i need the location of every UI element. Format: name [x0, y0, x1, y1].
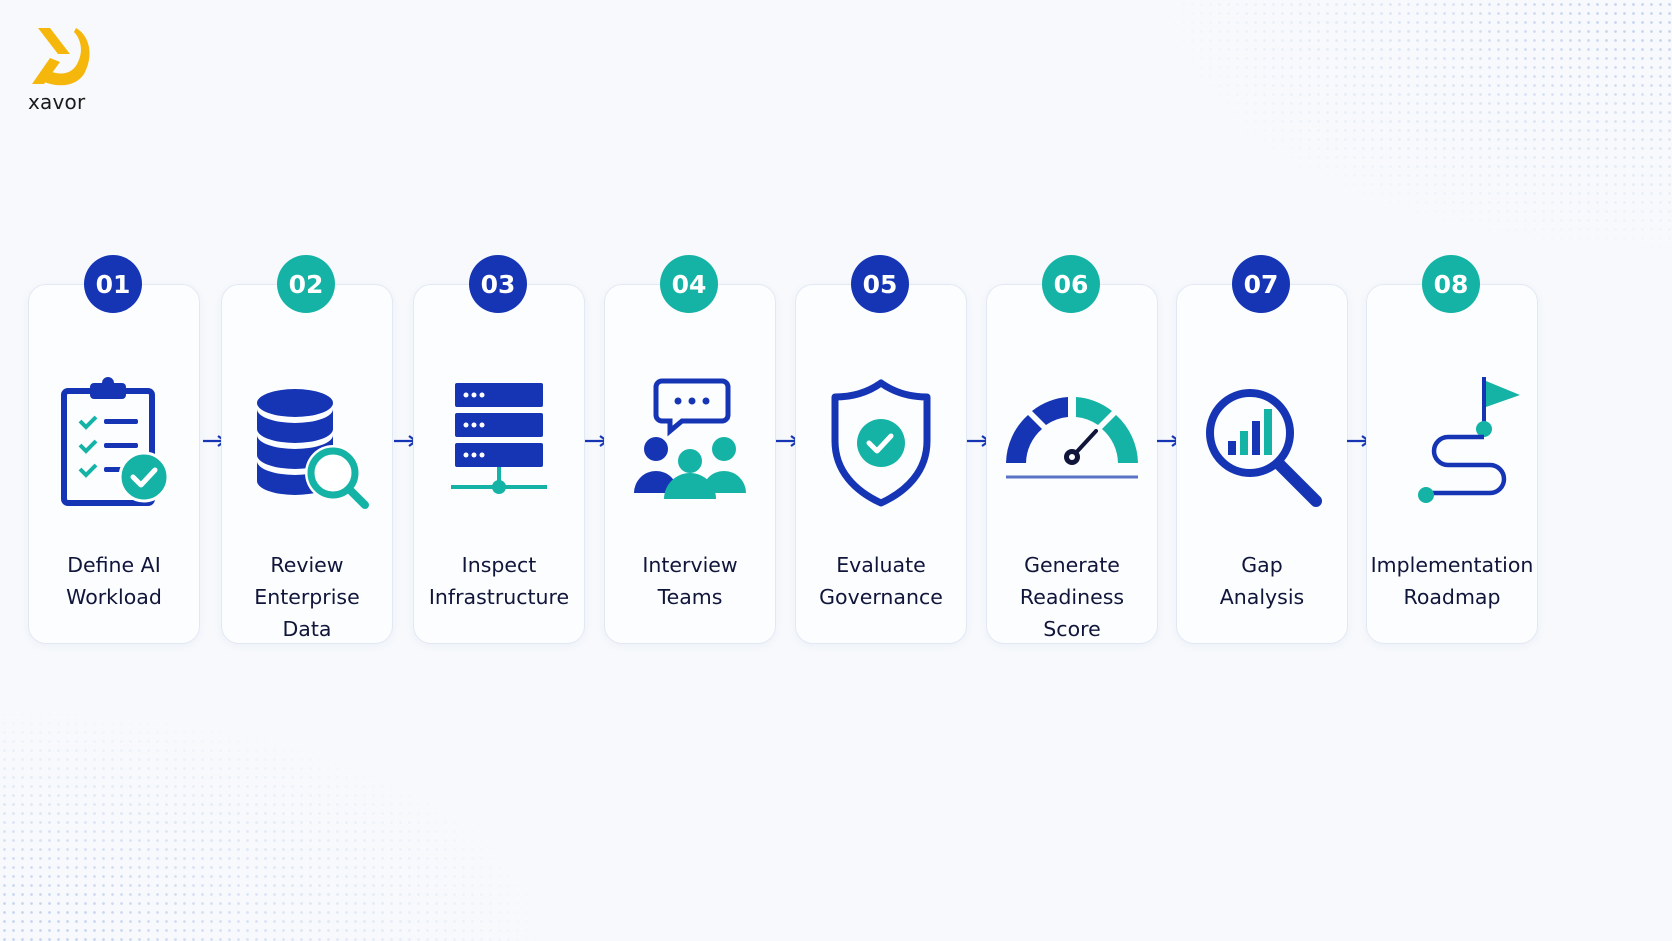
step-number-badge: 04 — [660, 255, 718, 313]
shield-check-icon — [831, 379, 931, 507]
gauge-icon — [1006, 397, 1138, 479]
decorative-dots-bottom-left — [0, 701, 560, 941]
brand-logo: xavor — [28, 26, 98, 114]
step-number-badge: 05 — [851, 255, 909, 313]
server-rack-icon — [451, 383, 547, 494]
clipboard-checklist-icon — [61, 377, 170, 506]
step-number-badge: 03 — [469, 255, 527, 313]
step-number-badge: 08 — [1422, 255, 1480, 313]
team-chat-icon — [634, 378, 746, 499]
roadmap-flag-icon — [1418, 377, 1520, 503]
brand-name: xavor — [28, 90, 86, 114]
database-search-icon — [257, 389, 369, 509]
step-number-badge: 06 — [1042, 255, 1100, 313]
step-number-badge: 02 — [277, 255, 335, 313]
step-number-badge: 01 — [84, 255, 142, 313]
magnifier-chart-icon — [1206, 389, 1322, 507]
step-number-badge: 07 — [1232, 255, 1290, 313]
decorative-dots-top-right — [1152, 0, 1672, 260]
xavor-logo-icon — [32, 28, 90, 86]
